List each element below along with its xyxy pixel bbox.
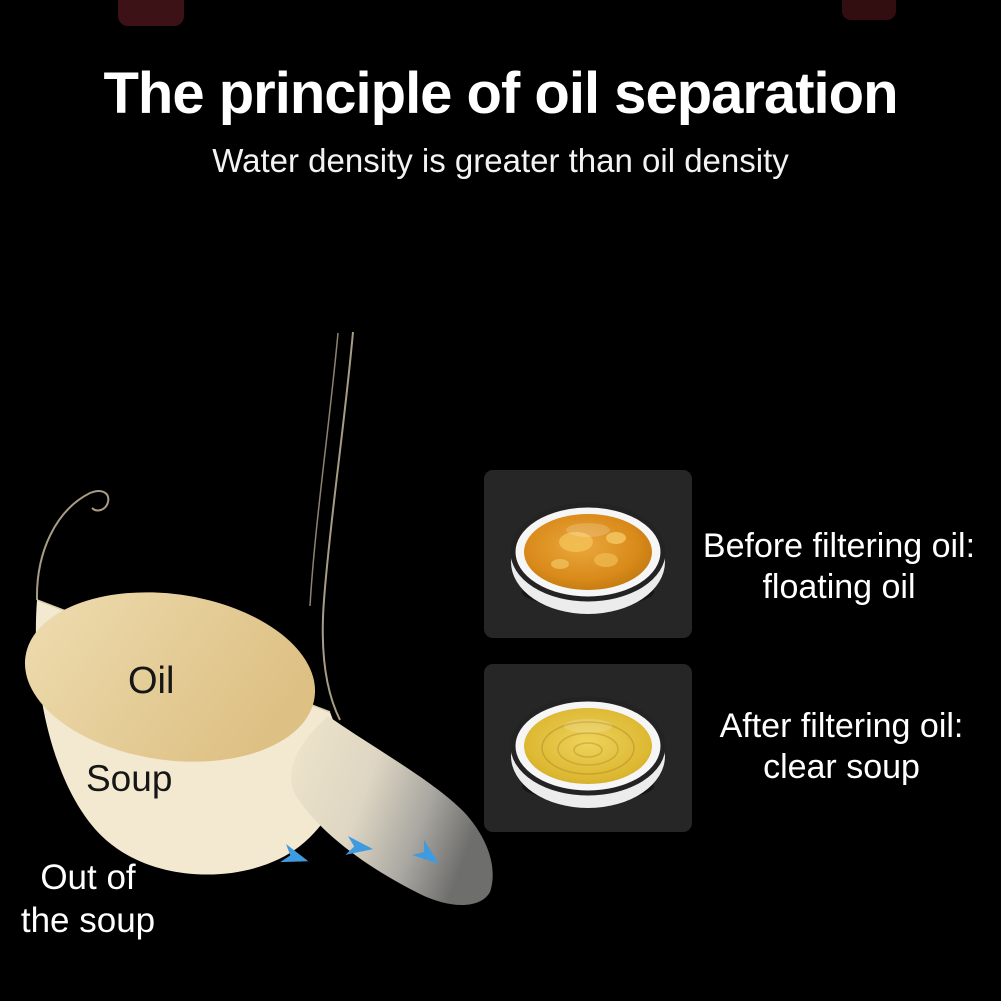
after-caption-line1: After filtering oil: [719,707,964,745]
before-caption-line2: floating oil [762,568,916,606]
ladle-rim-outline [35,490,110,601]
bowl-floating-oil-illustration [510,502,666,614]
decor-top-left [118,0,184,26]
oil-label: Oil [128,660,175,702]
decor-top-right [842,0,896,20]
before-caption: Before filtering oil: floating oil [693,526,985,608]
after-caption: After filtering oil: clear soup [698,706,985,788]
flow-arrow-icon [280,836,440,864]
soup-stream [291,716,493,905]
after-caption-line2: clear soup [763,748,920,786]
out-of-soup-line1: Out of [40,858,136,897]
soup-label: Soup [86,758,173,799]
ladle-handle [309,331,354,721]
subtitle: Water density is greater than oil densit… [212,142,789,179]
out-of-soup-line2: the soup [20,901,156,940]
before-bowl-image [484,470,692,638]
before-caption-line1: Before filtering oil: [702,527,976,565]
page-title: The principle of oil separation [103,61,899,126]
after-bowl-image [484,664,692,832]
bowl-clear-soup-illustration [510,696,666,808]
out-of-soup-label: Out of the soup [8,856,168,942]
ladle-oil-layer [24,592,316,762]
